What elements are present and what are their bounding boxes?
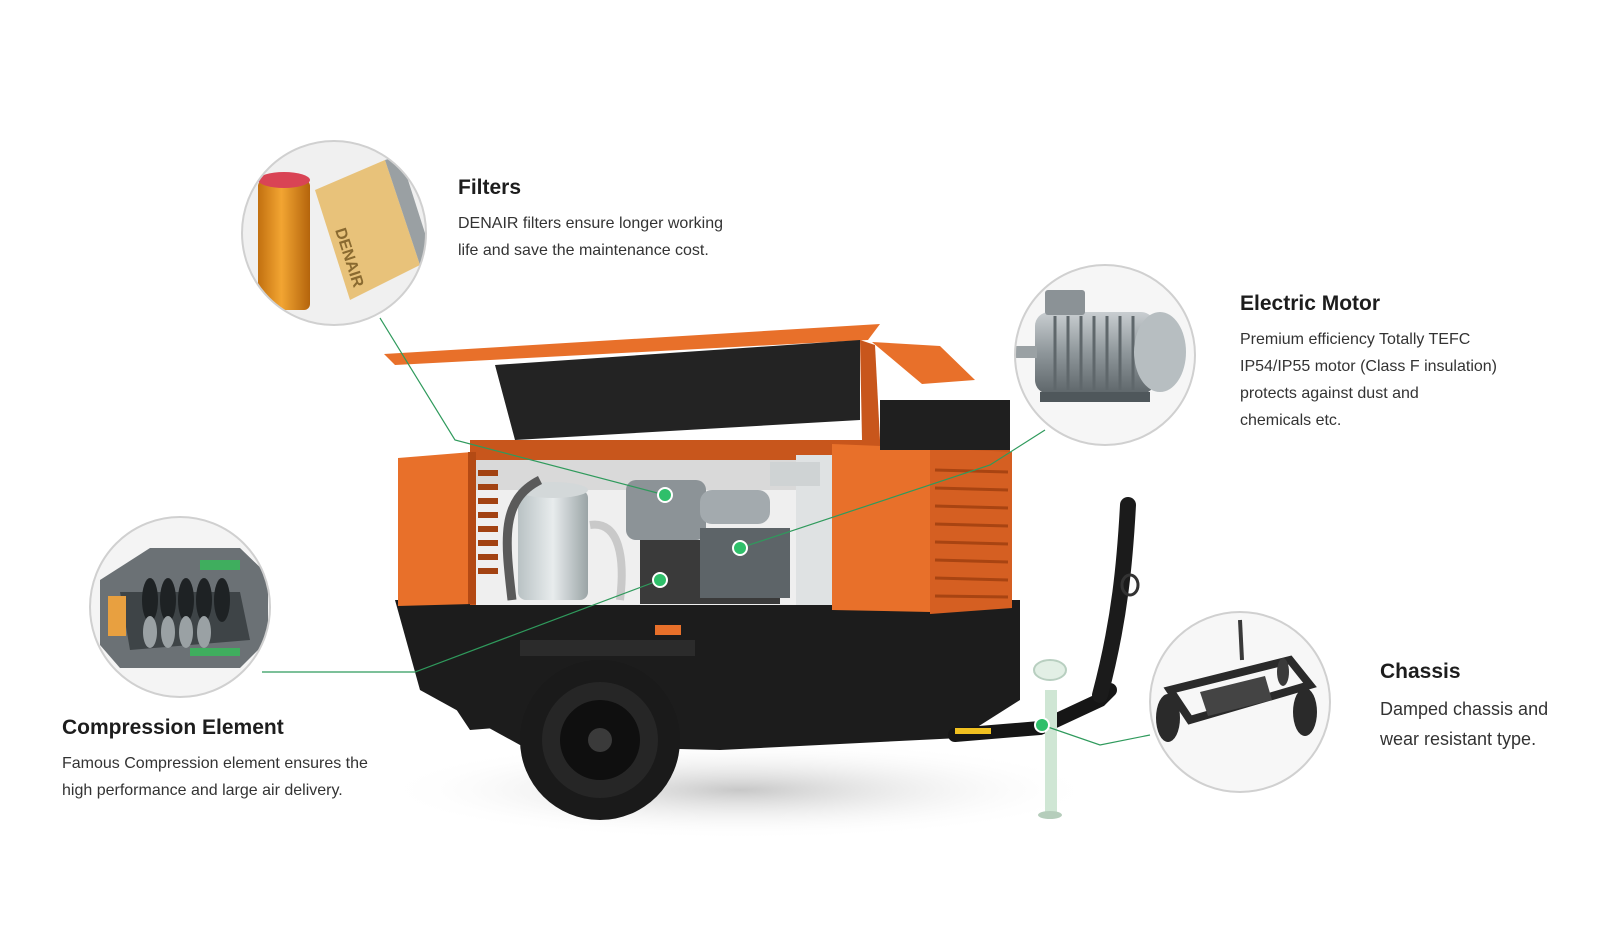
- tank-hose: [502, 475, 543, 601]
- compression-text-line-2: high performance and large air delivery.: [62, 782, 343, 799]
- lid-side: [860, 340, 880, 440]
- compression-line: [262, 579, 661, 673]
- rear-bracket: [450, 700, 495, 730]
- filter-cartridge: [258, 180, 310, 310]
- motor-inset: [1014, 264, 1196, 446]
- marker-compression: [652, 572, 668, 588]
- motor-text-line-3: protects against dust and: [1240, 385, 1419, 402]
- right-roof-block: [880, 400, 1010, 450]
- left-door-edge: [468, 452, 476, 604]
- filters-text-line-1: DENAIR filters ensure longer working: [458, 215, 723, 232]
- engine-side: [700, 528, 790, 598]
- motor-title: Electric Motor: [1240, 292, 1381, 315]
- lid-panel: [495, 340, 860, 440]
- jockey-stand-base: [1038, 811, 1062, 819]
- tail-light: [655, 625, 681, 635]
- filters-text-line-2: life and save the maintenance cost.: [458, 242, 709, 259]
- motor-feet: [1040, 392, 1150, 402]
- fender-plate: [520, 640, 695, 656]
- tow-handle: [1092, 497, 1136, 703]
- warning-strip: [955, 728, 991, 734]
- marker-motor: [732, 540, 748, 556]
- turbo-housing: [700, 490, 770, 524]
- filters-callout: Filters DENAIR filters ensure longer wor…: [458, 176, 758, 264]
- chassis-line: [1041, 724, 1151, 746]
- filters-line: [379, 317, 666, 496]
- screw-rotor: [142, 578, 230, 622]
- motor-text-line-1: Premium efficiency Totally TEFC: [1240, 331, 1471, 348]
- marker-filters: [657, 487, 673, 503]
- left-door: [398, 452, 472, 606]
- chassis-callout: Chassis Damped chassis and wear resistan…: [1380, 660, 1570, 754]
- motor-shaft: [1015, 346, 1037, 358]
- motor-fan-cover: [1134, 312, 1186, 392]
- lid-right-wing: [872, 342, 975, 384]
- chassis-wheel-right: [1293, 688, 1317, 736]
- compression-callout: Compression Element Famous Compression e…: [62, 716, 402, 804]
- separator-tank: [518, 490, 588, 600]
- ground-shadow: [380, 740, 1100, 840]
- filter-box: [315, 160, 420, 300]
- housing-green-seal: [200, 560, 240, 570]
- marker-chassis: [1034, 717, 1050, 733]
- chassis-wheel-left: [1156, 694, 1180, 742]
- chassis-text-line-2: wear resistant type.: [1380, 729, 1537, 749]
- louvers: [934, 468, 1009, 599]
- compressor-unit: [384, 324, 1140, 820]
- compression-inset: [89, 516, 271, 698]
- motor-terminal-box: [1045, 290, 1085, 315]
- chassis-inset: [1149, 611, 1331, 793]
- filters-inset: DENAIR: [241, 140, 427, 326]
- jockey-stand: [1045, 690, 1057, 815]
- callout-lines: [262, 317, 1151, 746]
- pipe-bend: [589, 520, 626, 601]
- markers: [652, 487, 1050, 733]
- control-box-top: [770, 462, 820, 486]
- motor-text-line-2: IP54/IP55 motor (Class F insulation): [1240, 358, 1497, 375]
- jockey-stand-top: [1033, 659, 1067, 681]
- wheel: [520, 660, 680, 820]
- motor-text-line-4: chemicals etc.: [1240, 412, 1342, 429]
- compression-title: Compression Element: [62, 716, 284, 739]
- motor-callout: Electric Motor Premium efficiency Totall…: [1240, 292, 1530, 434]
- chassis-title: Chassis: [1380, 660, 1461, 683]
- filters-title: Filters: [458, 176, 522, 199]
- motor-line: [739, 429, 1046, 549]
- bay-grille: [478, 470, 498, 574]
- right-panel: [832, 444, 930, 612]
- engine-block: [626, 480, 706, 540]
- chassis-text-line-1: Damped chassis and: [1380, 699, 1549, 719]
- tow-ring: [1120, 573, 1140, 597]
- compression-text-line-1: Famous Compression element ensures the: [62, 755, 368, 772]
- chassis-frame: [1163, 655, 1317, 725]
- roof-lid: [384, 324, 880, 365]
